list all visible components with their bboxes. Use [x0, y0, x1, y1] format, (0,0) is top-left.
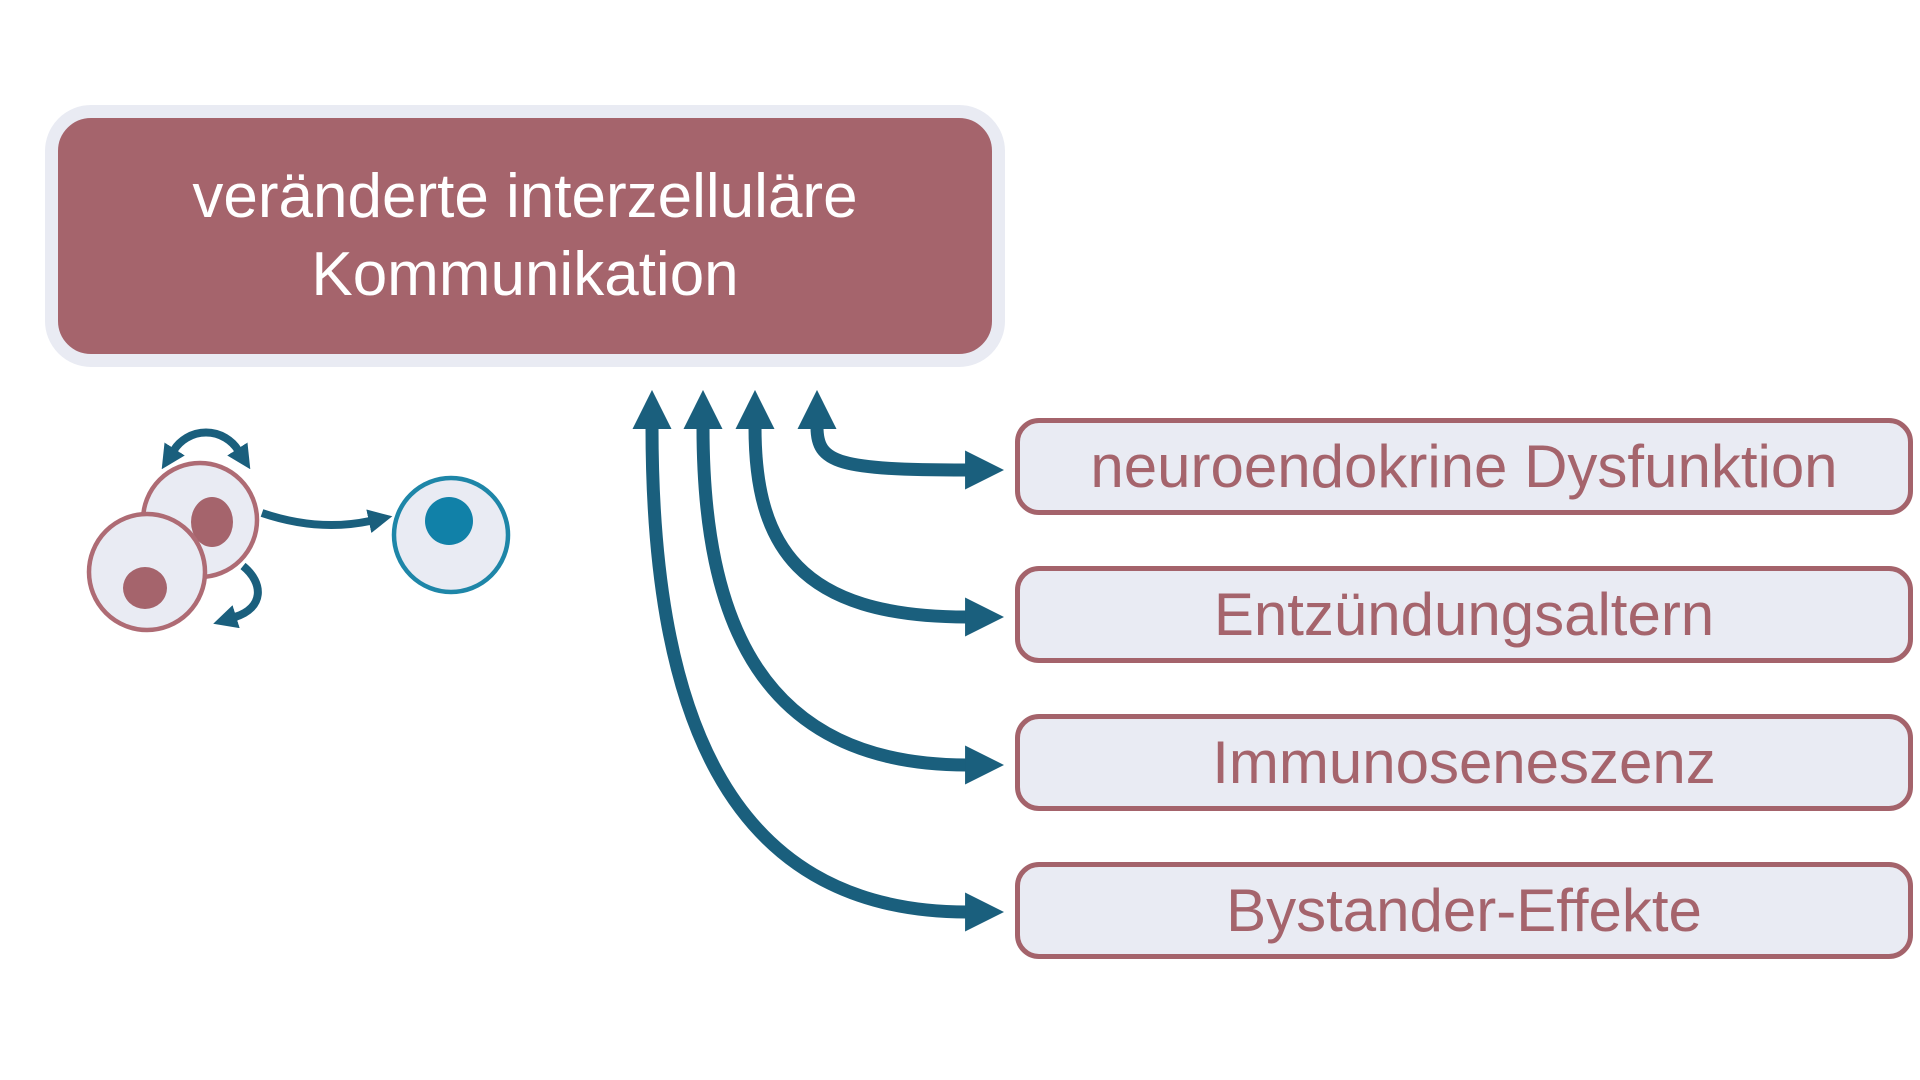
label-text: Immunoseneszenz — [1212, 729, 1716, 796]
connector-arrow-neuroendokrine-dysfunktion — [797, 389, 1005, 490]
label-box-entzuendungsaltern: Entzündungsaltern — [1015, 566, 1913, 663]
label-box-bystander-effekte: Bystander-Effekte — [1015, 862, 1913, 959]
recipient-cell-nucleus — [425, 497, 473, 545]
recipient-cell-icon — [391, 475, 511, 595]
connector-arrows — [632, 389, 1005, 932]
title-line-2: Kommunikation — [311, 240, 739, 309]
connector-arrow-bystander-effekte — [632, 389, 1005, 932]
label-box-immunoseneszenz: Immunoseneszenz — [1015, 714, 1913, 811]
back-cell-nucleus — [191, 497, 233, 547]
title-line-1: veränderte interzelluläre — [192, 162, 858, 231]
transfer-arrow-icon — [260, 509, 393, 533]
label-text: Bystander-Effekte — [1226, 877, 1702, 944]
front-cell-nucleus — [123, 567, 167, 609]
title-box: veränderte interzelluläre Kommunikation — [45, 105, 1005, 367]
connector-arrow-entzuendungsaltern — [735, 389, 1005, 637]
rotate-arrow-icon — [213, 562, 262, 629]
label-text: neuroendokrine Dysfunktion — [1090, 433, 1838, 500]
aging-cells-icon — [86, 460, 260, 633]
label-text: Entzündungsaltern — [1213, 581, 1715, 648]
label-box-neuroendokrine-dysfunktion: neuroendokrine Dysfunktion — [1015, 418, 1913, 515]
exchange-arrow-icon — [161, 428, 251, 470]
